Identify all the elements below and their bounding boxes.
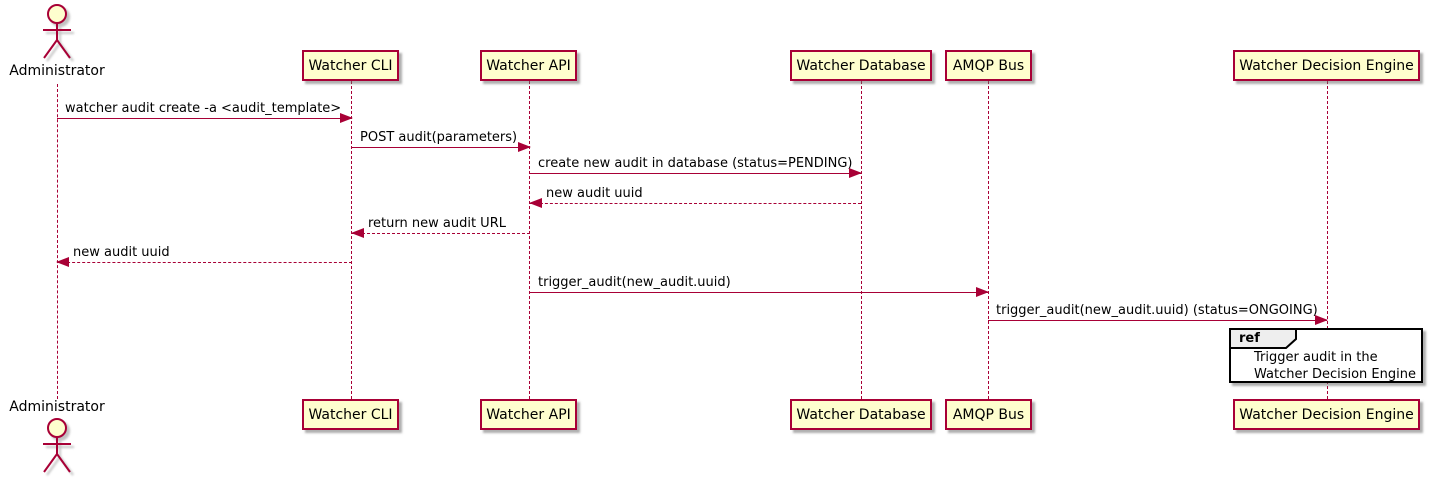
- message-label: create new audit in database (status=PEN…: [538, 156, 853, 171]
- message-create-audit-db: create new audit in database (status=PEN…: [530, 152, 862, 178]
- ref-fragment: ref Trigger audit in the Watcher Decisio…: [1229, 328, 1423, 383]
- participant-watcher-decision-engine-bottom: Watcher Decision Engine: [1233, 399, 1420, 430]
- lifeline-watcher-database: [861, 81, 862, 399]
- lifeline-amqp-bus: [988, 81, 989, 399]
- actor-label-bottom: Administrator: [9, 399, 105, 415]
- lifeline-watcher-decision-engine: [1327, 81, 1328, 399]
- arrowhead-left-icon: [529, 198, 542, 208]
- message-label: trigger_audit(new_audit.uuid): [538, 275, 731, 290]
- message-audit-create: watcher audit create -a <audit_template>: [57, 97, 353, 123]
- message-label: trigger_audit(new_audit.uuid) (status=ON…: [996, 303, 1318, 318]
- arrowhead-right-icon: [1315, 315, 1328, 325]
- arrowhead-left-icon: [56, 257, 69, 267]
- participant-watcher-decision-engine-top: Watcher Decision Engine: [1233, 50, 1420, 81]
- participant-watcher-database-bottom: Watcher Database: [790, 399, 932, 430]
- participant-watcher-cli-top: Watcher CLI: [302, 50, 399, 81]
- arrowhead-right-icon: [976, 287, 989, 297]
- arrowhead-left-icon: [351, 228, 364, 238]
- participant-watcher-database-top: Watcher Database: [790, 50, 932, 81]
- message-label: new audit uuid: [73, 245, 170, 260]
- lifeline-watcher-api: [529, 81, 530, 399]
- message-return-audit-url: return new audit URL: [351, 212, 530, 238]
- ref-text-line1: Trigger audit in the: [1254, 350, 1378, 365]
- arrowhead-right-icon: [340, 113, 353, 123]
- participant-amqp-bus-top: AMQP Bus: [945, 50, 1032, 81]
- message-trigger-audit: trigger_audit(new_audit.uuid): [530, 271, 989, 297]
- lifeline-administrator: [57, 84, 58, 399]
- message-label: new audit uuid: [546, 186, 643, 201]
- arrowhead-right-icon: [849, 168, 862, 178]
- message-new-audit-uuid-db: new audit uuid: [529, 182, 861, 208]
- ref-text-line2: Watcher Decision Engine: [1254, 367, 1416, 382]
- message-label: return new audit URL: [368, 216, 506, 231]
- message-new-audit-uuid-admin: new audit uuid: [56, 241, 352, 267]
- participant-amqp-bus-bottom: AMQP Bus: [945, 399, 1032, 430]
- actor-icon: [43, 418, 71, 473]
- message-label: watcher audit create -a <audit_template>: [65, 101, 342, 116]
- arrowhead-right-icon: [518, 142, 531, 152]
- participant-watcher-api-top: Watcher API: [480, 50, 577, 81]
- message-trigger-audit-ongoing: trigger_audit(new_audit.uuid) (status=ON…: [988, 299, 1328, 325]
- ref-keyword: ref: [1239, 331, 1260, 346]
- message-label: POST audit(parameters): [360, 130, 518, 145]
- ref-text: Trigger audit in the Watcher Decision En…: [1254, 349, 1416, 383]
- lifeline-watcher-cli: [351, 81, 352, 399]
- ref-tab-icon: [1229, 328, 1297, 349]
- actor-label-top: Administrator: [9, 63, 105, 79]
- actor-icon: [43, 4, 71, 59]
- participant-watcher-api-bottom: Watcher API: [480, 399, 577, 430]
- participant-watcher-cli-bottom: Watcher CLI: [302, 399, 399, 430]
- message-post-audit: POST audit(parameters): [352, 126, 531, 152]
